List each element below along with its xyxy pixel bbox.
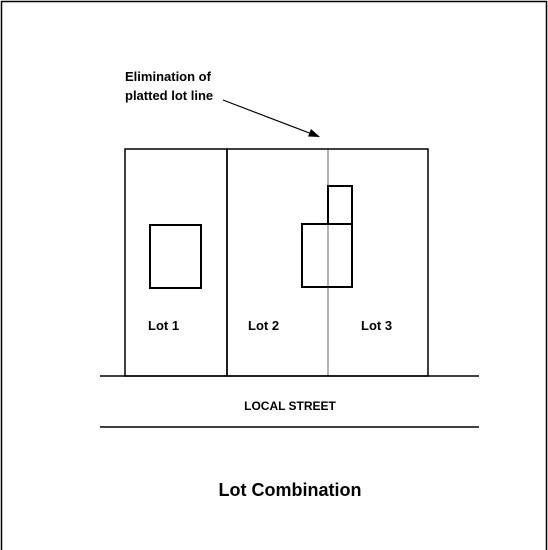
annotation-arrowhead <box>308 129 320 137</box>
lot-1-label: Lot 1 <box>148 318 180 333</box>
annotation-line-2: platted lot line <box>125 88 214 103</box>
lot-2-3-boundary <box>226 148 429 377</box>
annotation-arrow-line <box>222 99 313 135</box>
lot-3-label: Lot 3 <box>361 318 393 333</box>
annotation-line-1: Elimination of <box>125 69 211 84</box>
diagram-caption: Lot Combination <box>218 480 362 500</box>
lot-1-building <box>149 224 202 289</box>
combined-lot-building-addition <box>327 185 353 225</box>
combined-lot-building-main <box>301 223 353 288</box>
street-label: LOCAL STREET <box>244 399 336 413</box>
lot-1-boundary <box>124 148 228 377</box>
annotation-label: Elimination of platted lot line <box>125 67 213 105</box>
lot-2-label: Lot 2 <box>248 318 280 333</box>
